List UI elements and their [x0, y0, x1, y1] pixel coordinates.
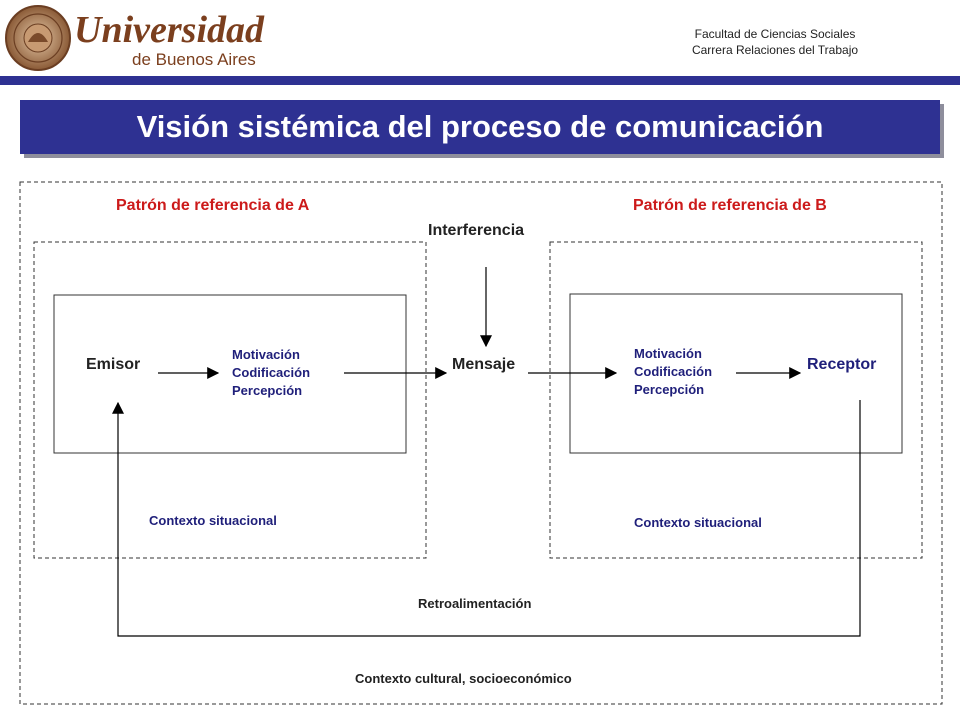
interference-label: Interferencia	[428, 222, 525, 239]
frame-b	[549, 241, 923, 559]
feedback-label: Retroalimentación	[418, 596, 532, 611]
frame-b-label: Patrón de referencia de B	[633, 197, 827, 214]
university-logo: Universidad de Buenos Aires	[4, 2, 274, 74]
process-list-a: Motivación Codificación Percepción	[232, 346, 310, 400]
process-b-motivation: Motivación	[634, 346, 702, 361]
emitter-label: Emisor	[86, 356, 141, 373]
faculty-block: Facultad de Ciencias Sociales Carrera Re…	[640, 26, 910, 58]
context-a-label: Contexto situacional	[149, 513, 277, 528]
frame-a-label: Patrón de referencia de A	[116, 197, 310, 214]
message-label: Mensaje	[452, 356, 516, 373]
brand-name: Universidad	[74, 9, 264, 51]
process-list-b: Motivación Codificación Percepción	[634, 345, 712, 399]
brand-subtitle: de Buenos Aires	[132, 50, 256, 69]
context-b-label: Contexto situacional	[634, 515, 762, 530]
process-a-motivation: Motivación	[232, 347, 300, 362]
slide-title: Visión sistémica del proceso de comunica…	[20, 100, 940, 154]
seal-icon	[5, 5, 71, 71]
box-a	[53, 294, 407, 454]
process-b-coding: Codificación	[634, 364, 713, 379]
process-a-perception: Percepción	[232, 383, 303, 398]
feedback-loop	[112, 400, 861, 637]
process-b-perception: Percepción	[634, 382, 705, 397]
header-divider	[0, 76, 960, 85]
process-a-coding: Codificación	[232, 365, 311, 380]
receiver-label: Receptor	[807, 356, 877, 373]
outer-context-frame	[19, 181, 943, 705]
faculty-name: Facultad de Ciencias Sociales	[694, 27, 856, 41]
frame-a	[33, 241, 427, 559]
outer-context-label: Contexto cultural, socioeconómico	[355, 671, 572, 686]
career-name: Carrera Relaciones del Trabajo	[691, 43, 859, 57]
